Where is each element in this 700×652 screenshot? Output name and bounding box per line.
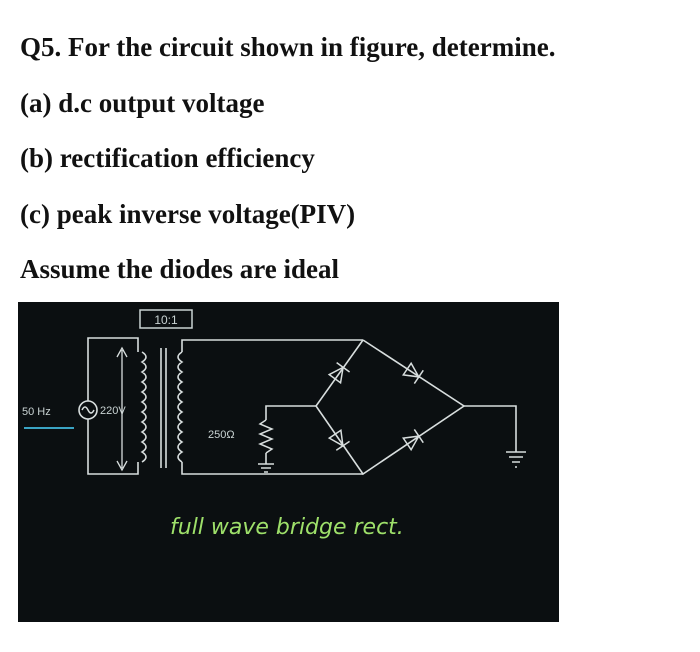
source-voltage-label: 220V [100,405,126,417]
load-resistance-label: 250Ω [208,429,235,441]
turns-ratio-text: 10:1 [154,313,178,327]
circuit-figure: 10:1 50 Hz 220V [18,302,559,622]
diode-icon [327,428,350,451]
ground-icon [258,463,274,473]
ac-source-icon [78,400,98,420]
question-title: Q5. For the circuit shown in figure, det… [20,32,556,62]
diode-icon [401,429,424,452]
question-part-b: (b) rectification efficiency [20,143,315,173]
figure-caption: full wave bridge rect. [170,515,404,540]
transformer-icon [140,348,184,468]
turns-ratio-label: 10:1 [139,309,193,329]
ground-icon [506,451,526,468]
question-part-c: (c) peak inverse voltage(PIV) [20,199,356,229]
frequency-label: 50 Hz [22,406,51,418]
assumption-text: Assume the diodes are ideal [20,254,340,284]
diode-icon [401,361,424,384]
circuit-diagram: 10:1 50 Hz 220V [22,309,526,540]
resistor-icon [258,419,274,454]
diode-icon [327,362,351,385]
question-part-a: (a) d.c output voltage [20,88,265,118]
